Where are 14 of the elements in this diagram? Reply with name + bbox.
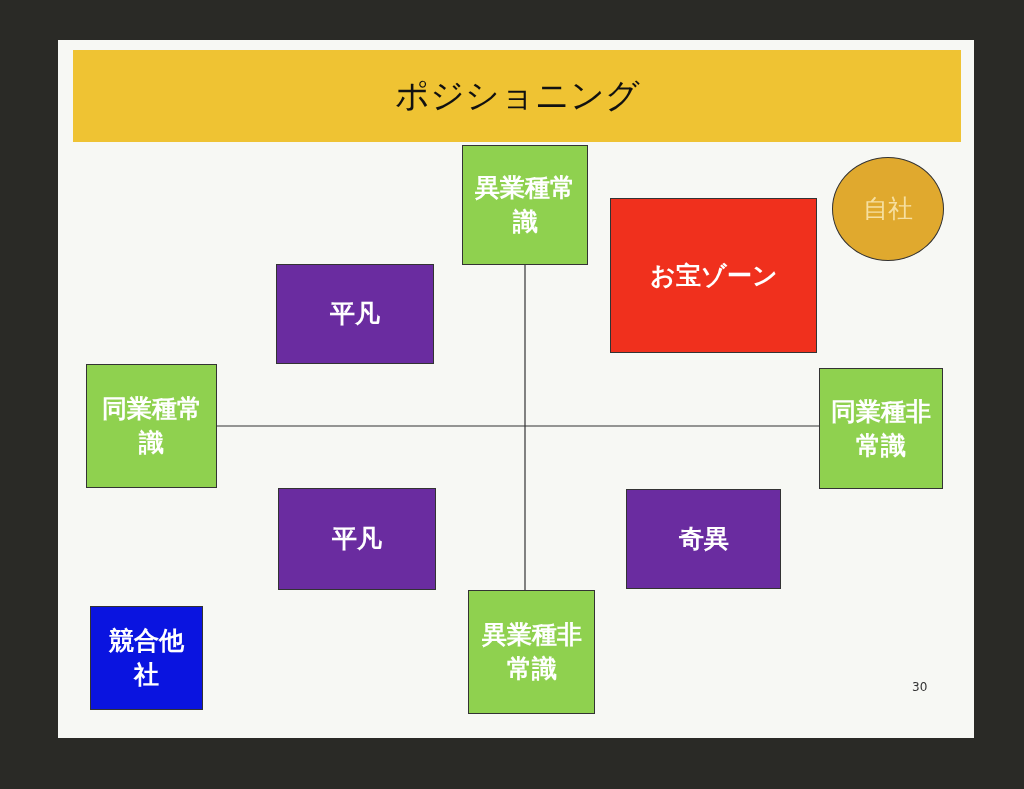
quadrant-box: 平凡 bbox=[276, 264, 434, 364]
axis-label-box: 異業種非常識 bbox=[468, 590, 595, 714]
axis-label-box: 同業種常識 bbox=[86, 364, 217, 488]
axis-label-box: 同業種非常識 bbox=[819, 368, 943, 489]
axis-label-box: 異業種常識 bbox=[462, 145, 588, 265]
company-circle: 自社 bbox=[832, 157, 944, 261]
slide-title: ポジショニング bbox=[394, 74, 640, 117]
axis-line bbox=[216, 425, 820, 427]
page-number: 30 bbox=[912, 680, 928, 694]
quadrant-box: 奇異 bbox=[626, 489, 781, 589]
axis-line bbox=[524, 264, 526, 591]
quadrant-box: 平凡 bbox=[278, 488, 436, 590]
target-zone-box: お宝ゾーン bbox=[610, 198, 817, 353]
competitor-box: 競合他社 bbox=[90, 606, 203, 710]
